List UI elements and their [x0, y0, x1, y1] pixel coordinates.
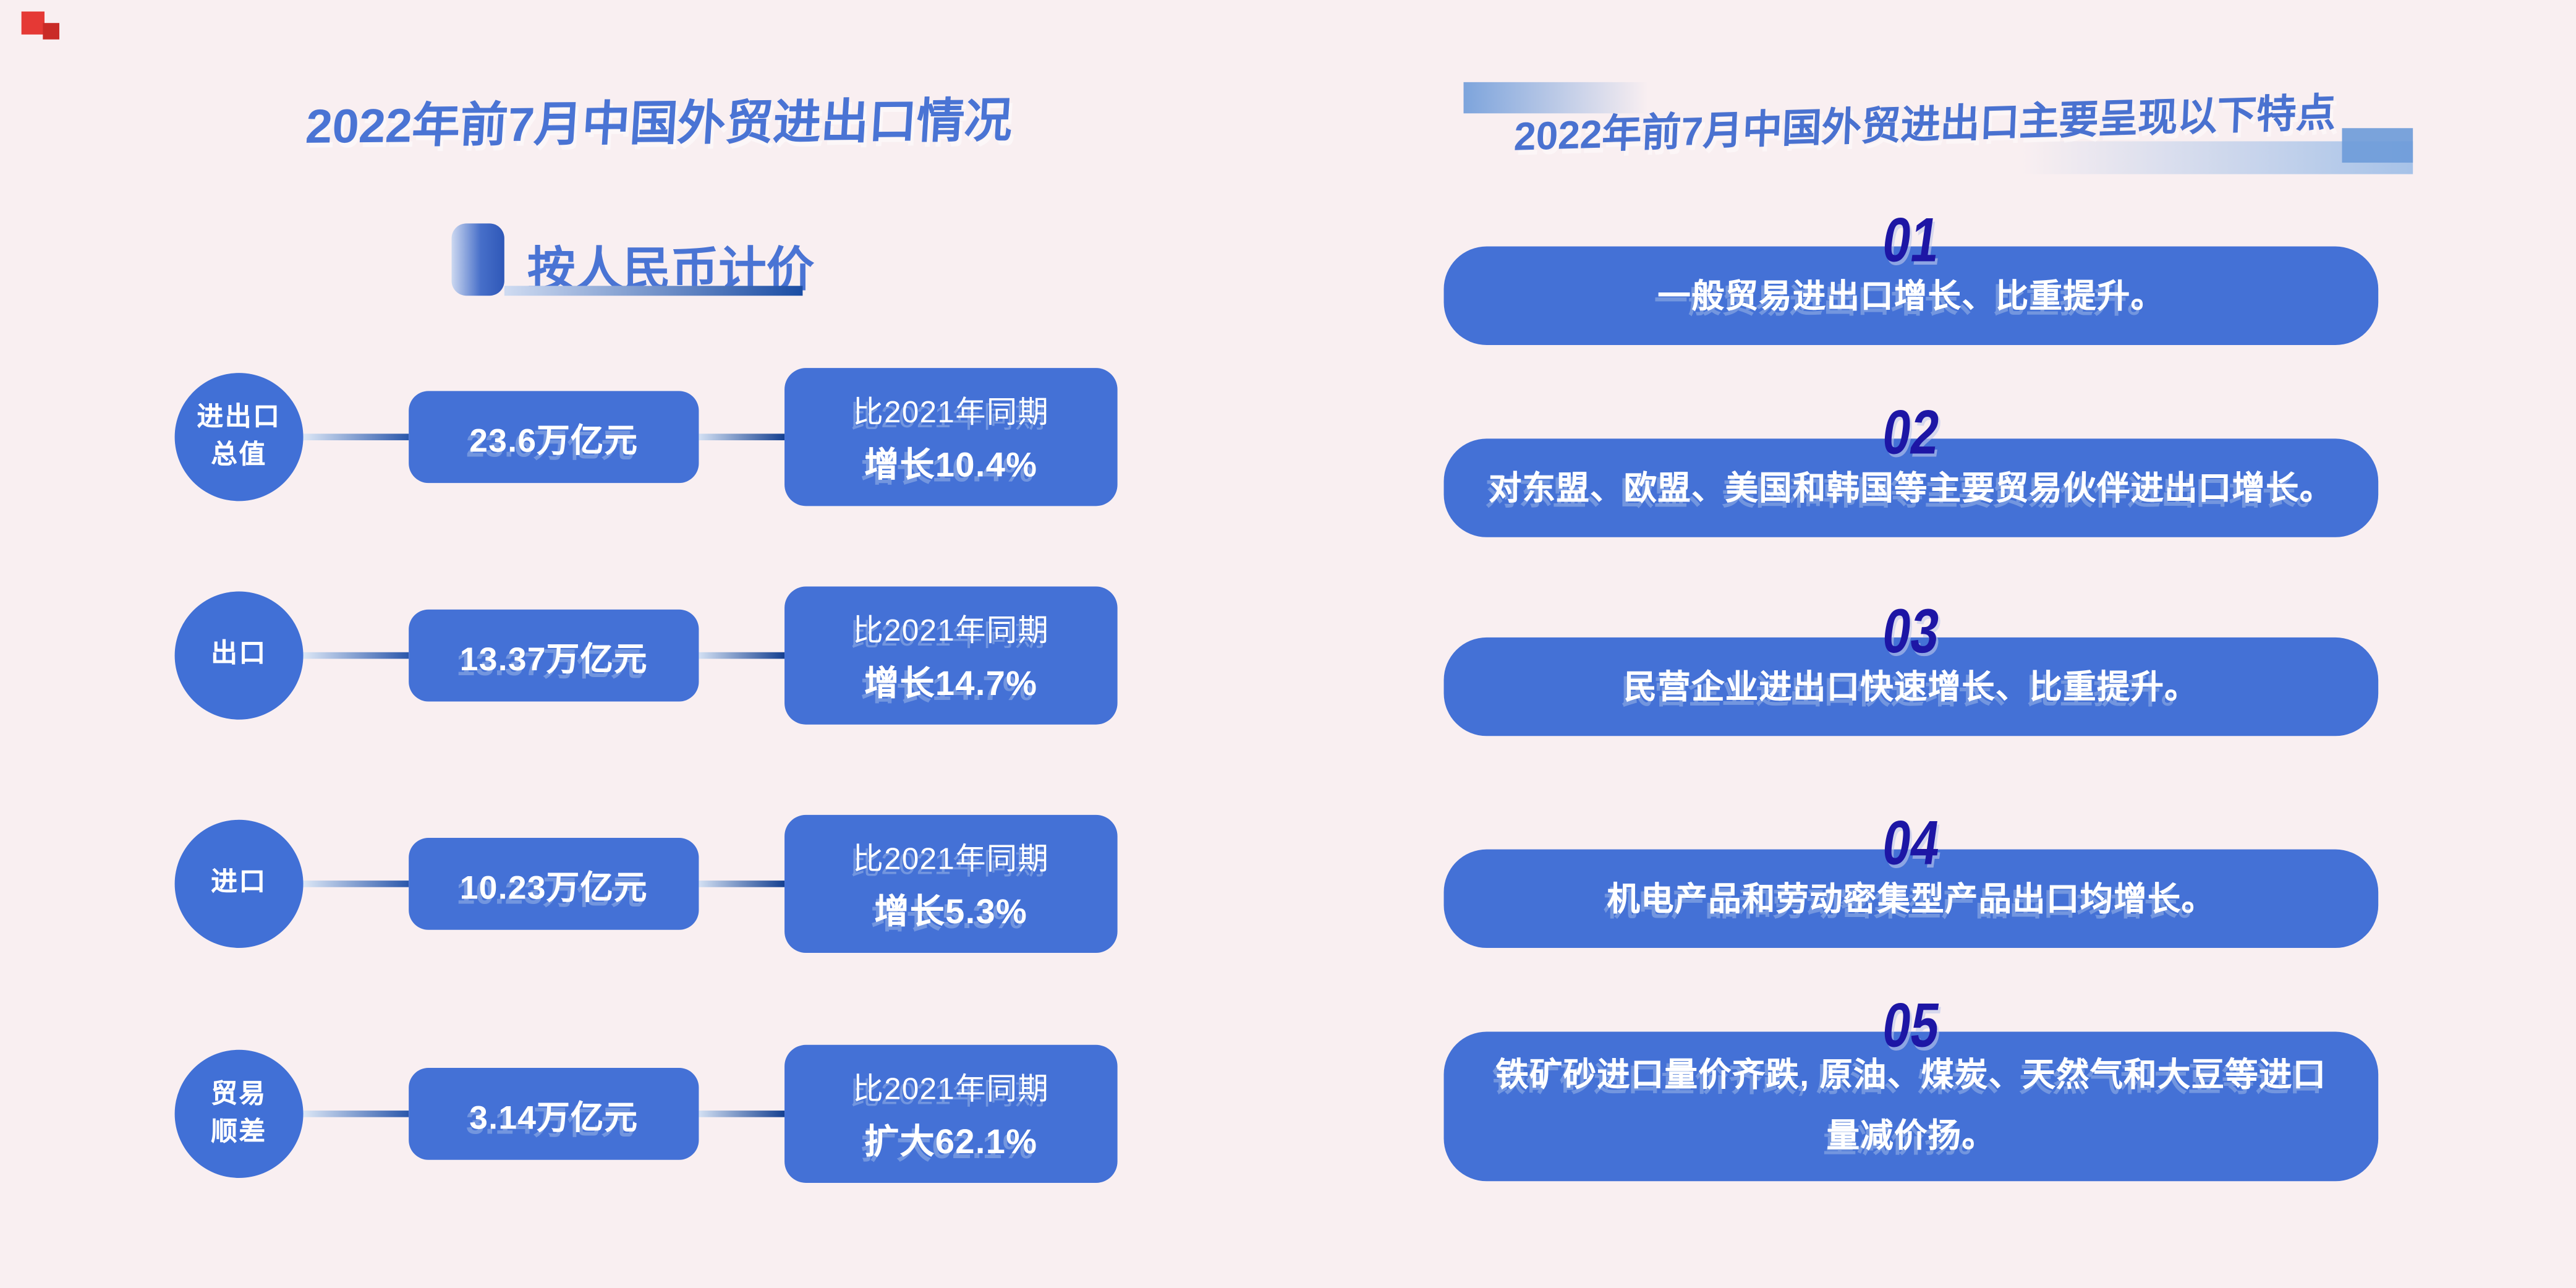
metric-circle-export: 出口 [174, 591, 304, 720]
value-box: 3.14万亿元 [409, 1067, 699, 1160]
item-box: 一般贸易进出口增长、比重提升。 [1443, 246, 2379, 345]
value-box: 23.6万亿元 [409, 391, 699, 484]
compare-box: 比2021年同期 扩大62.1% [784, 1044, 1118, 1183]
item-number: 02 [1878, 399, 1944, 469]
compare-line2: 增长5.3% [874, 893, 1028, 932]
compare-line1: 比2021年同期 [852, 394, 1050, 429]
left-panel-title: 2022年前7月中国外贸进出口情况 [304, 95, 1014, 155]
item-box: 铁矿砂进口量价齐跌, 原油、煤炭、天然气和大豆等进口 量减价扬。 [1443, 1031, 2379, 1182]
compare-line2: 增长10.4% [864, 446, 1038, 485]
compare-line1: 比2021年同期 [852, 1071, 1050, 1106]
item-number: 01 [1878, 207, 1944, 276]
connector-line [303, 881, 409, 887]
compare-line2: 扩大62.1% [864, 1124, 1038, 1162]
metric-circle-total: 进出口 总值 [174, 373, 304, 501]
metric-circle-surplus: 贸易 顺差 [174, 1049, 304, 1178]
item-text: 对东盟、欧盟、美国和韩国等主要贸易伙伴进出口增长。 [1489, 471, 2334, 508]
compare-line1: 比2021年同期 [852, 613, 1050, 647]
item-box: 机电产品和劳动密集型产品出口均增长。 [1443, 849, 2379, 949]
value-text: 3.14万亿元 [469, 1099, 639, 1137]
item-text: 铁矿砂进口量价齐跌, 原油、煤炭、天然气和大豆等进口 [1495, 1057, 2327, 1094]
compare-line2: 增长14.7% [864, 665, 1038, 704]
metric-circle-import: 进口 [174, 819, 304, 949]
item-text: 民营企业进出口快速增长、比重提升。 [1623, 670, 2198, 707]
badge-underline [504, 286, 803, 296]
value-text: 10.23万亿元 [459, 869, 648, 906]
connector-line [699, 1111, 785, 1117]
connector-line [699, 433, 785, 441]
title-deco-bar-right-accent [2342, 128, 2413, 163]
value-box: 10.23万亿元 [409, 838, 699, 930]
connector-line [303, 1111, 409, 1117]
compare-box: 比2021年同期 增长5.3% [784, 814, 1118, 953]
corner-red-square-small [43, 23, 59, 40]
circle-label-line1: 贸易 [211, 1080, 267, 1109]
circle-label-line2: 总值 [211, 441, 267, 470]
item-number: 05 [1878, 992, 1944, 1062]
circle-label-line2: 顺差 [211, 1119, 267, 1147]
connector-line [303, 433, 409, 441]
item-box: 对东盟、欧盟、美国和韩国等主要贸易伙伴进出口增长。 [1443, 438, 2379, 537]
corner-red-square [21, 11, 45, 35]
item-box: 民营企业进出口快速增长、比重提升。 [1443, 637, 2379, 736]
compare-box: 比2021年同期 增长10.4% [784, 368, 1118, 506]
value-text: 13.37万亿元 [459, 641, 648, 678]
compare-box: 比2021年同期 增长14.7% [784, 586, 1118, 725]
value-text: 23.6万亿元 [469, 423, 639, 459]
circle-label-line1: 进出口 [197, 404, 281, 432]
item-text-line2: 量减价扬。 [1826, 1118, 1996, 1154]
compare-line1: 比2021年同期 [852, 841, 1050, 876]
item-text: 一般贸易进出口增长、比重提升。 [1657, 279, 2165, 316]
connector-line [699, 881, 785, 887]
value-box: 13.37万亿元 [409, 609, 699, 702]
circle-label-line1: 出口 [211, 641, 267, 670]
badge-square-icon [451, 223, 504, 296]
item-number: 03 [1878, 598, 1944, 667]
connector-line [699, 652, 785, 659]
item-number: 04 [1878, 809, 1944, 879]
circle-label-line1: 进口 [211, 869, 267, 898]
item-text: 机电产品和劳动密集型产品出口均增长。 [1607, 882, 2216, 919]
connector-line [303, 652, 409, 659]
title-deco-bar-left [1463, 82, 1649, 114]
